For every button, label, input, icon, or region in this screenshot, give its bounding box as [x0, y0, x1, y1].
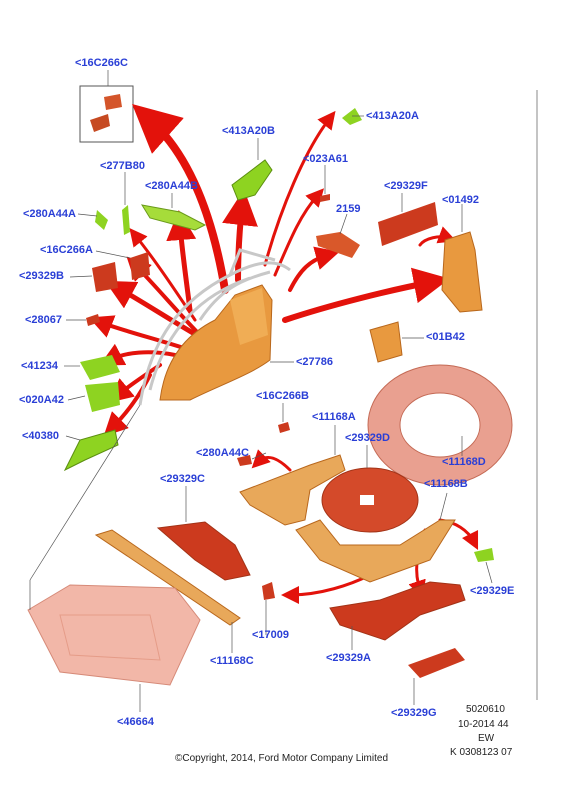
callout-023A61[interactable]: <023A61 — [303, 153, 348, 165]
part-40380[interactable] — [63, 429, 119, 472]
callout-40380[interactable]: <40380 — [22, 430, 60, 442]
part-11168C[interactable] — [94, 529, 241, 626]
callout-11168A[interactable]: <11168A — [312, 411, 356, 423]
part-46664[interactable] — [27, 584, 201, 686]
part-29329G[interactable] — [408, 648, 465, 678]
callout-413A20A[interactable]: <413A20A — [366, 110, 419, 122]
part-01B42[interactable] — [369, 321, 403, 363]
part-29329F[interactable] — [378, 202, 438, 246]
callout-29329B[interactable]: <29329B — [19, 270, 64, 282]
copyright-notice: ©Copyright, 2014, Ford Motor Company Lim… — [174, 753, 389, 764]
part-020A42[interactable] — [85, 382, 120, 412]
callout-280A44A[interactable]: <280A44A — [23, 208, 76, 220]
callout-41234[interactable]: <41234 — [21, 360, 59, 372]
callout-11168D[interactable]: <11168D — [442, 456, 486, 468]
part-280A44A[interactable] — [95, 210, 108, 230]
callout-29329D[interactable]: <29329D — [345, 432, 390, 444]
part-023A61[interactable] — [320, 194, 330, 202]
part-280A44C[interactable] — [237, 455, 252, 466]
diagram-reference: K 0308123 07 — [450, 747, 513, 758]
part-17009[interactable] — [262, 582, 275, 600]
callout-29329C[interactable]: <29329C — [160, 473, 205, 485]
diagram-initials: EW — [478, 733, 495, 744]
part-29329C[interactable] — [156, 521, 251, 581]
callout-280A44C[interactable]: <280A44C — [196, 447, 249, 459]
callout-27786[interactable]: <27786 — [296, 356, 334, 368]
callout-01B42[interactable]: <01B42 — [426, 331, 465, 343]
part-277B80[interactable] — [122, 205, 130, 235]
callout-17009[interactable]: <17009 — [252, 629, 290, 641]
part-11168B[interactable] — [295, 519, 456, 583]
callout-29329F[interactable]: <29329F — [384, 180, 428, 192]
callout-280A44B[interactable]: <280A44B — [145, 180, 198, 192]
inset-box-16C266C — [79, 85, 134, 143]
callout-277B80[interactable]: <277B80 — [100, 160, 145, 172]
callout-29329E[interactable]: <29329E — [470, 585, 515, 597]
part-16C266C[interactable] — [90, 94, 122, 132]
part-41234[interactable] — [80, 355, 120, 380]
callout-29329A[interactable]: <29329A — [326, 652, 371, 664]
part-29329E[interactable] — [474, 548, 494, 562]
part-28067[interactable] — [86, 314, 100, 326]
callout-16C266A[interactable]: <16C266A — [40, 244, 93, 256]
part-413A20B[interactable] — [231, 159, 273, 201]
diagram-date: 10-2014 44 — [458, 719, 509, 730]
diagram-code: 5020610 — [466, 704, 505, 715]
part-29329A[interactable] — [329, 581, 466, 641]
callout-16C266C[interactable]: <16C266C — [75, 57, 128, 69]
part-11168D[interactable] — [367, 364, 513, 486]
part-01492[interactable] — [441, 231, 483, 313]
part-2159[interactable] — [316, 232, 360, 258]
callout-46664[interactable]: <46664 — [117, 716, 155, 728]
part-413A20A[interactable] — [342, 108, 362, 125]
callout-11168C[interactable]: <11168C — [210, 655, 254, 667]
part-29329B[interactable] — [92, 262, 118, 292]
part-16C266A[interactable] — [130, 252, 150, 280]
callout-16C266B[interactable]: <16C266B — [256, 390, 309, 402]
part-280A44B[interactable] — [140, 204, 207, 231]
callout-28067[interactable]: <28067 — [25, 314, 63, 326]
callout-01492[interactable]: <01492 — [442, 194, 480, 206]
callout-11168B[interactable]: <11168B — [424, 478, 468, 490]
part-16C266B[interactable] — [278, 422, 290, 433]
part-11168A[interactable] — [239, 454, 346, 526]
callout-2159[interactable]: 2159 — [336, 203, 361, 215]
callout-413A20B[interactable]: <413A20B — [222, 125, 275, 137]
leader-lines — [29, 70, 493, 712]
part-27786[interactable] — [159, 284, 273, 401]
body-frame — [138, 248, 291, 406]
callout-020A42[interactable]: <020A42 — [19, 394, 64, 406]
part-29329D[interactable] — [321, 467, 419, 533]
callout-29329G[interactable]: <29329G — [391, 707, 437, 719]
